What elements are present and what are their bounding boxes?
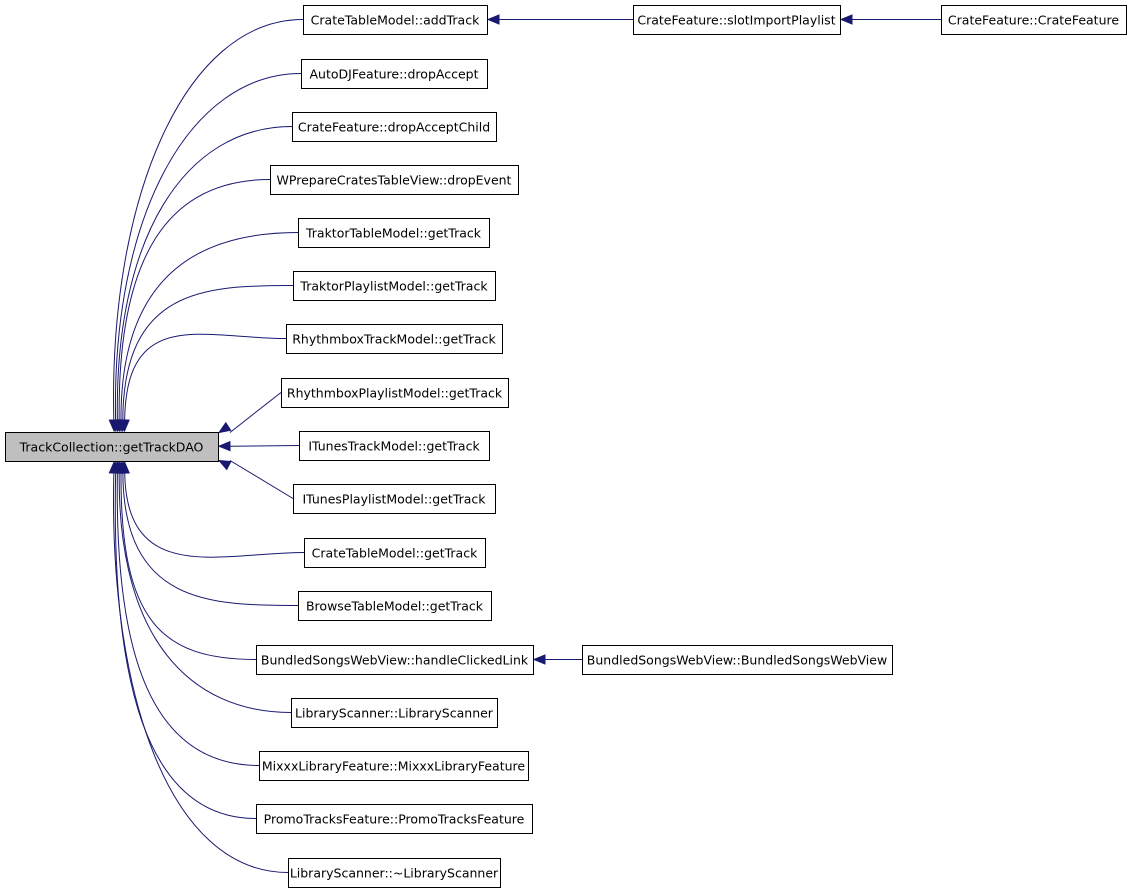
edge-mixxx-library-feature-ctor-to-get-track-dao <box>116 471 260 766</box>
node-traktor-playlist-get-track[interactable]: TraktorPlaylistModel::getTrack <box>293 271 496 301</box>
node-box <box>256 645 534 675</box>
node-label: BundledSongsWebView::handleClickedLink <box>261 653 529 668</box>
node-mixxx-library-feature-ctor[interactable]: MixxxLibraryFeature::MixxxLibraryFeature <box>259 751 529 781</box>
node-library-scanner-ctor[interactable]: LibraryScanner::LibraryScanner <box>291 698 498 728</box>
edge-crate-feature-ctor-to-slot-import-playlist-arrowhead <box>839 14 853 25</box>
node-promo-tracks-feature-ctor[interactable]: PromoTracksFeature::PromoTracksFeature <box>256 804 533 834</box>
node-box <box>292 112 497 142</box>
edge-browse-table-get-track-to-get-track-dao <box>122 471 299 606</box>
node-crate-add-track[interactable]: CrateTableModel::addTrack <box>303 5 488 35</box>
node-box <box>582 645 893 675</box>
edge-promo-tracks-feature-ctor-to-get-track-dao <box>114 471 257 819</box>
node-label: RhythmboxTrackModel::getTrack <box>292 332 496 347</box>
node-itunes-playlist-get-track[interactable]: ITunesPlaylistModel::getTrack <box>293 484 496 514</box>
node-bundled-handle-clicked-link[interactable]: BundledSongsWebView::handleClickedLink <box>256 645 534 675</box>
node-label: MixxxLibraryFeature::MixxxLibraryFeature <box>262 759 526 774</box>
node-box <box>259 751 529 781</box>
node-itunes-track-get-track[interactable]: ITunesTrackModel::getTrack <box>299 431 490 461</box>
node-rhythmbox-track-get-track[interactable]: RhythmboxTrackModel::getTrack <box>286 324 503 354</box>
node-library-scanner-dtor[interactable]: LibraryScanner::~LibraryScanner <box>288 858 501 888</box>
edge-itunes-playlist-get-track-to-get-track-dao <box>229 460 294 499</box>
edge-bundled-ctor-to-bundled-handle-clicked-link-arrowhead <box>532 654 546 665</box>
edge-traktor-table-get-track-to-get-track-dao <box>120 232 299 422</box>
edge-wprepare-drop-event-to-get-track-dao <box>118 179 271 422</box>
node-label: CrateTableModel::getTrack <box>312 546 478 561</box>
edge-traktor-playlist-get-track-to-get-track-dao <box>122 285 294 422</box>
edge-itunes-track-get-track-to-get-track-dao-arrowhead <box>217 440 231 452</box>
node-box <box>298 218 490 248</box>
node-crate-drop-accept-child[interactable]: CrateFeature::dropAcceptChild <box>292 112 497 142</box>
nodes-layer: TrackCollection::getTrackDAOCrateTableMo… <box>5 5 1127 888</box>
node-box <box>299 431 490 461</box>
node-label: AutoDJFeature::dropAccept <box>310 67 479 82</box>
node-box <box>5 432 219 462</box>
node-label: RhythmboxPlaylistModel::getTrack <box>287 386 503 401</box>
node-box <box>298 591 492 621</box>
node-label: TraktorTableModel::getTrack <box>305 226 482 241</box>
edge-rhythmbox-playlist-get-track-to-get-track-dao-arrowhead <box>217 421 232 434</box>
node-box <box>633 5 841 35</box>
node-browse-table-get-track[interactable]: BrowseTableModel::getTrack <box>298 591 492 621</box>
node-box <box>304 538 486 568</box>
node-label: BrowseTableModel::getTrack <box>306 599 484 614</box>
node-label: CrateFeature::dropAcceptChild <box>298 120 490 135</box>
node-label: LibraryScanner::~LibraryScanner <box>290 866 499 881</box>
node-box <box>301 59 488 89</box>
node-label: CrateFeature::slotImportPlaylist <box>637 13 835 28</box>
node-label: ITunesTrackModel::getTrack <box>308 439 480 454</box>
edge-auto-djdrop-accept-to-get-track-dao <box>115 73 302 422</box>
node-box <box>941 5 1127 35</box>
node-box <box>288 858 501 888</box>
node-bundled-ctor[interactable]: BundledSongsWebView::BundledSongsWebView <box>582 645 893 675</box>
edge-library-scanner-dtor-to-get-track-dao-arrowhead <box>108 460 120 474</box>
node-box <box>270 165 519 195</box>
edge-rhythmbox-track-get-track-to-get-track-dao-arrowhead <box>119 419 130 433</box>
node-traktor-table-get-track[interactable]: TraktorTableModel::getTrack <box>298 218 490 248</box>
edge-itunes-track-get-track-to-get-track-dao <box>229 445 300 447</box>
node-label: CrateFeature::CrateFeature <box>948 13 1119 28</box>
edge-rhythmbox-playlist-get-track-to-get-track-dao <box>229 392 282 433</box>
root-node[interactable]: TrackCollection::getTrackDAO <box>5 432 219 462</box>
node-wprepare-drop-event[interactable]: WPrepareCratesTableView::dropEvent <box>270 165 519 195</box>
node-auto-djdrop-accept[interactable]: AutoDJFeature::dropAccept <box>301 59 488 89</box>
edges-layer <box>108 14 941 873</box>
node-box <box>303 5 488 35</box>
edge-rhythmbox-track-get-track-to-get-track-dao <box>124 333 287 422</box>
node-label: TrackCollection::getTrackDAO <box>19 440 204 455</box>
node-label: LibraryScanner::LibraryScanner <box>295 706 494 721</box>
edge-bundled-handle-clicked-link-to-get-track-dao <box>120 471 257 660</box>
node-box <box>291 698 498 728</box>
edge-crate-table-get-track-to-get-track-dao <box>124 471 305 558</box>
edge-library-scanner-ctor-to-get-track-dao <box>118 471 292 713</box>
node-crate-feature-ctor[interactable]: CrateFeature::CrateFeature <box>941 5 1127 35</box>
edge-crate-add-track-to-get-track-dao <box>113 19 304 422</box>
edge-library-scanner-dtor-to-get-track-dao <box>113 471 289 873</box>
node-slot-import-playlist[interactable]: CrateFeature::slotImportPlaylist <box>633 5 841 35</box>
node-crate-table-get-track[interactable]: CrateTableModel::getTrack <box>304 538 486 568</box>
node-label: BundledSongsWebView::BundledSongsWebView <box>587 653 887 668</box>
edge-crate-drop-accept-child-to-get-track-dao <box>116 126 293 422</box>
node-rhythmbox-playlist-get-track[interactable]: RhythmboxPlaylistModel::getTrack <box>281 378 509 408</box>
node-label: PromoTracksFeature::PromoTracksFeature <box>264 812 525 827</box>
node-label: ITunesPlaylistModel::getTrack <box>302 492 486 507</box>
node-box <box>281 378 509 408</box>
node-label: TraktorPlaylistModel::getTrack <box>299 279 488 294</box>
node-box <box>256 804 533 834</box>
node-box <box>293 271 496 301</box>
edge-slot-import-playlist-to-crate-add-track-arrowhead <box>486 14 500 25</box>
node-label: WPrepareCratesTableView::dropEvent <box>277 173 512 188</box>
node-box <box>293 484 496 514</box>
node-box <box>286 324 503 354</box>
node-label: CrateTableModel::addTrack <box>311 13 480 28</box>
edge-itunes-playlist-get-track-to-get-track-dao-arrowhead <box>217 459 232 471</box>
